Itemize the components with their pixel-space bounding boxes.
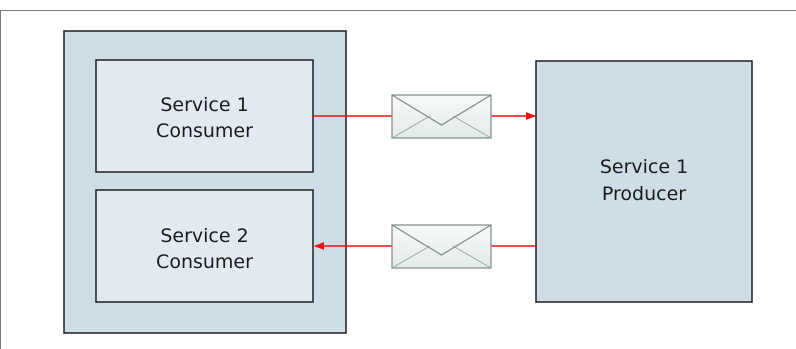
envelope-icon bbox=[391, 224, 492, 269]
service-1-producer-label-line2: Producer bbox=[602, 183, 686, 205]
service-1-consumer-label-line1: Service 1 bbox=[160, 94, 248, 116]
service-1-producer-label-line1: Service 1 bbox=[600, 156, 688, 178]
service-1-producer-box: Service 1 Producer bbox=[535, 60, 753, 303]
service-2-consumer-label-line1: Service 2 bbox=[160, 225, 248, 247]
service-2-consumer-label-line2: Consumer bbox=[156, 251, 253, 273]
service-1-consumer-box: Service 1 Consumer bbox=[95, 59, 314, 173]
envelope-icon bbox=[391, 94, 492, 139]
service-2-consumer-box: Service 2 Consumer bbox=[95, 189, 314, 303]
service-1-consumer-label-line2: Consumer bbox=[156, 120, 253, 142]
